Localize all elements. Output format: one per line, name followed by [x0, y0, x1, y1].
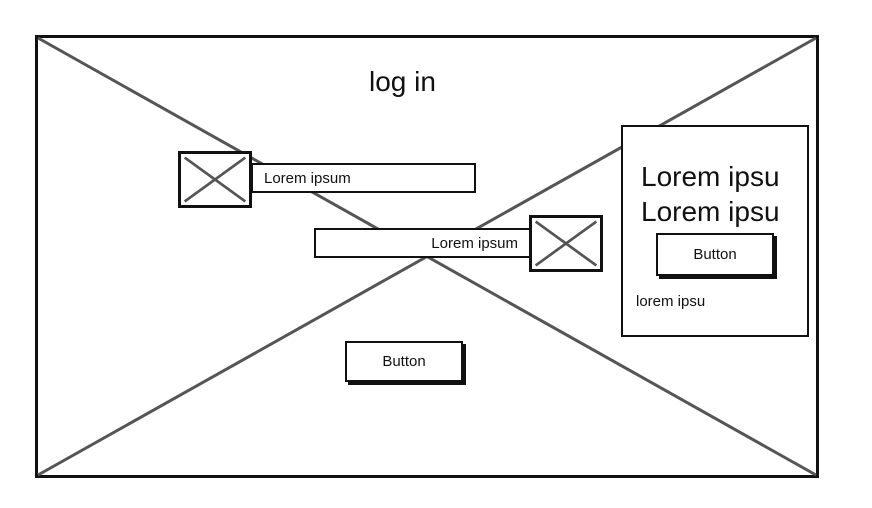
- image-placeholder-icon: [178, 151, 252, 208]
- page-title: log in: [369, 66, 436, 97]
- image-placeholder-icon: [529, 215, 603, 272]
- username-field[interactable]: Lorem ipsum: [251, 163, 476, 193]
- password-field[interactable]: Lorem ipsum: [314, 228, 532, 258]
- side-panel: Lorem ipsu Lorem ipsu Button lorem ipsu: [621, 125, 809, 337]
- panel-caption: lorem ipsu: [636, 293, 706, 310]
- wireframe-frame: [35, 35, 819, 478]
- panel-button[interactable]: Button: [656, 233, 774, 276]
- login-button[interactable]: Button: [345, 341, 463, 382]
- panel-heading: Lorem ipsu: [641, 161, 780, 192]
- panel-heading: Lorem ipsu: [641, 196, 780, 227]
